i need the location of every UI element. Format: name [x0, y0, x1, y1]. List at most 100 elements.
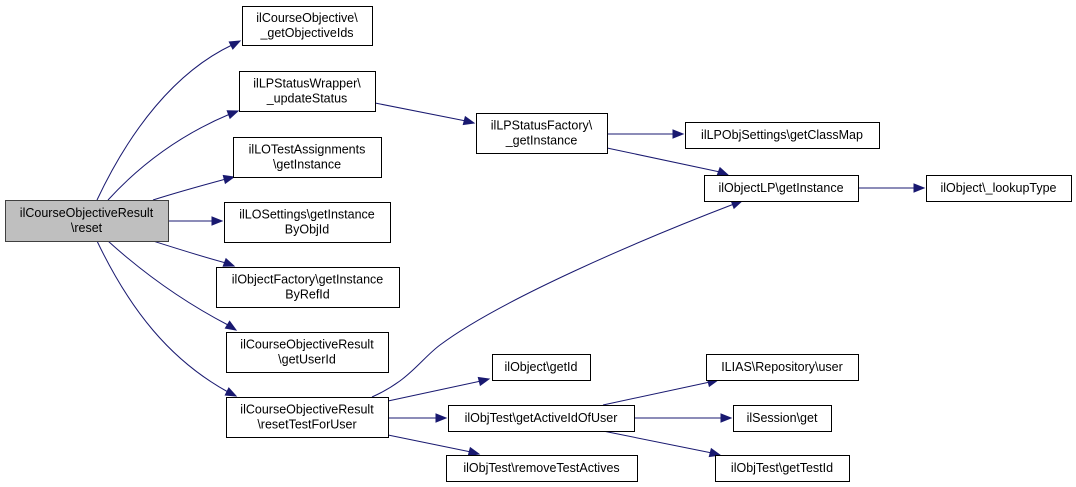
node-repoUser[interactable]: ILIAS\Repository\user [706, 354, 859, 381]
arrowhead-icon [708, 447, 722, 458]
edge-reset-to-resetTestForUser [96, 240, 238, 397]
arrowhead-icon [720, 413, 733, 423]
edges-layer [96, 40, 926, 458]
node-box[interactable] [242, 6, 373, 46]
node-lotaGetInstance[interactable]: ilLOTestAssignments\getInstance [233, 137, 382, 178]
node-getActiveIdOfUser[interactable]: ilObjTest\getActiveIdOfUser [448, 405, 635, 432]
node-label: ilObjectLP\getInstance [718, 181, 843, 195]
arrowhead-icon [672, 129, 685, 139]
edge-lpsfGetInstance-to-getClassMap [607, 129, 685, 139]
arrowhead-icon [228, 40, 242, 50]
node-label: ilLOSettings\getInstance [239, 208, 375, 222]
edge-resetTestForUser-to-removeTestActives [387, 434, 481, 457]
edge-line [96, 44, 233, 201]
node-box[interactable] [5, 200, 169, 242]
edge-resetTestForUser-to-getId [387, 376, 491, 402]
node-box[interactable] [226, 397, 389, 438]
node-label: \getUserId [278, 353, 336, 367]
node-label: _getInstance [505, 134, 578, 148]
node-label: ilLPObjSettings\getClassMap [701, 128, 863, 142]
edge-line [387, 380, 482, 402]
node-label: ByObjId [285, 223, 330, 237]
node-olpGetInstance[interactable]: ilObjectLP\getInstance [704, 175, 859, 202]
node-label: ilCourseObjectiveResult [20, 206, 154, 220]
node-box[interactable] [448, 405, 635, 432]
arrowhead-icon [211, 216, 224, 226]
edge-line [606, 147, 721, 173]
arrowhead-icon [462, 115, 476, 126]
node-label: \reset [71, 221, 103, 235]
node-box[interactable] [233, 137, 382, 178]
node-label: ilLPStatusWrapper\ [253, 77, 361, 91]
node-label: ilCourseObjectiveResult [240, 403, 374, 417]
node-box[interactable] [715, 455, 850, 482]
node-label: ilLOTestAssignments [249, 143, 366, 157]
node-updateStatus[interactable]: ilLPStatusWrapper\_updateStatus [239, 71, 376, 112]
edge-getActiveIdOfUser-to-getTestId [602, 430, 722, 458]
arrowhead-icon [222, 257, 236, 267]
arrowhead-icon [716, 166, 730, 176]
node-label: ILIAS\Repository\user [721, 360, 843, 374]
node-getUserId[interactable]: ilCourseObjectiveResult\getUserId [226, 332, 389, 373]
node-label: ilObject\_lookupType [940, 181, 1056, 195]
node-getObjectiveIds[interactable]: ilCourseObjective\_getObjectiveIds [242, 6, 373, 46]
edge-reset-to-losGetInstanceByObjId [168, 216, 224, 226]
node-removeTestActives[interactable]: ilObjTest\removeTestActives [446, 455, 638, 482]
node-label: ilCourseObjectiveResult [240, 338, 374, 352]
node-label: ilCourseObjective\ [256, 11, 358, 25]
node-sessionGet[interactable]: ilSession\get [733, 405, 832, 432]
arrowhead-icon [226, 110, 240, 120]
arrowhead-icon [913, 183, 926, 193]
node-label: ilObject\getId [505, 360, 578, 374]
edge-line [107, 113, 231, 201]
node-reset[interactable]: ilCourseObjectiveResult\reset [5, 200, 169, 242]
edge-line [602, 381, 711, 406]
edge-reset-to-lotaGetInstance [152, 174, 236, 201]
edge-resetTestForUser-to-getActiveIdOfUser [388, 413, 448, 423]
node-box[interactable] [926, 175, 1072, 202]
node-lookupType[interactable]: ilObject\_lookupType [926, 175, 1072, 202]
node-box[interactable] [216, 267, 400, 308]
node-box[interactable] [224, 202, 391, 243]
edge-line [387, 434, 472, 453]
edge-updateStatus-to-lpsfGetInstance [374, 102, 476, 126]
node-box[interactable] [476, 113, 608, 154]
edge-reset-to-updateStatus [107, 110, 240, 201]
node-label: ilObjectFactory\getInstance [232, 273, 384, 287]
nodes-layer: ilCourseObjectiveResult\resetilCourseObj… [5, 6, 1072, 482]
node-box[interactable] [704, 175, 859, 202]
node-box[interactable] [492, 354, 591, 381]
node-box[interactable] [446, 455, 638, 482]
node-label: ilObjTest\removeTestActives [463, 461, 619, 475]
edge-olpGetInstance-to-lookupType [858, 183, 926, 193]
edge-getActiveIdOfUser-to-repoUser [602, 377, 720, 406]
node-getId[interactable]: ilObject\getId [492, 354, 591, 381]
node-box[interactable] [733, 405, 832, 432]
node-box[interactable] [706, 354, 859, 381]
edge-line [96, 240, 229, 393]
node-label: ilObjTest\getActiveIdOfUser [465, 411, 618, 425]
edge-getActiveIdOfUser-to-sessionGet [634, 413, 733, 423]
arrowhead-icon [467, 446, 481, 457]
node-label: ByRefId [285, 288, 330, 302]
arrowhead-icon [224, 387, 238, 397]
node-lpsfGetInstance[interactable]: ilLPStatusFactory\_getInstance [476, 113, 608, 154]
edge-line [107, 240, 229, 326]
node-getTestId[interactable]: ilObjTest\getTestId [715, 455, 850, 482]
edge-line [374, 102, 467, 122]
node-box[interactable] [226, 332, 389, 373]
node-getClassMap[interactable]: ilLPObjSettings\getClassMap [685, 122, 880, 149]
node-box[interactable] [239, 71, 376, 112]
edge-reset-to-getObjectiveIds [96, 40, 242, 201]
edge-line [371, 203, 735, 398]
arrowhead-icon [435, 413, 448, 423]
arrowhead-icon [477, 376, 491, 387]
edge-lpsfGetInstance-to-olpGetInstance [606, 147, 730, 176]
node-label: \resetTestForUser [257, 418, 356, 432]
node-box[interactable] [685, 122, 880, 149]
arrowhead-icon [222, 174, 236, 185]
node-resetTestForUser[interactable]: ilCourseObjectiveResult\resetTestForUser [226, 397, 389, 438]
